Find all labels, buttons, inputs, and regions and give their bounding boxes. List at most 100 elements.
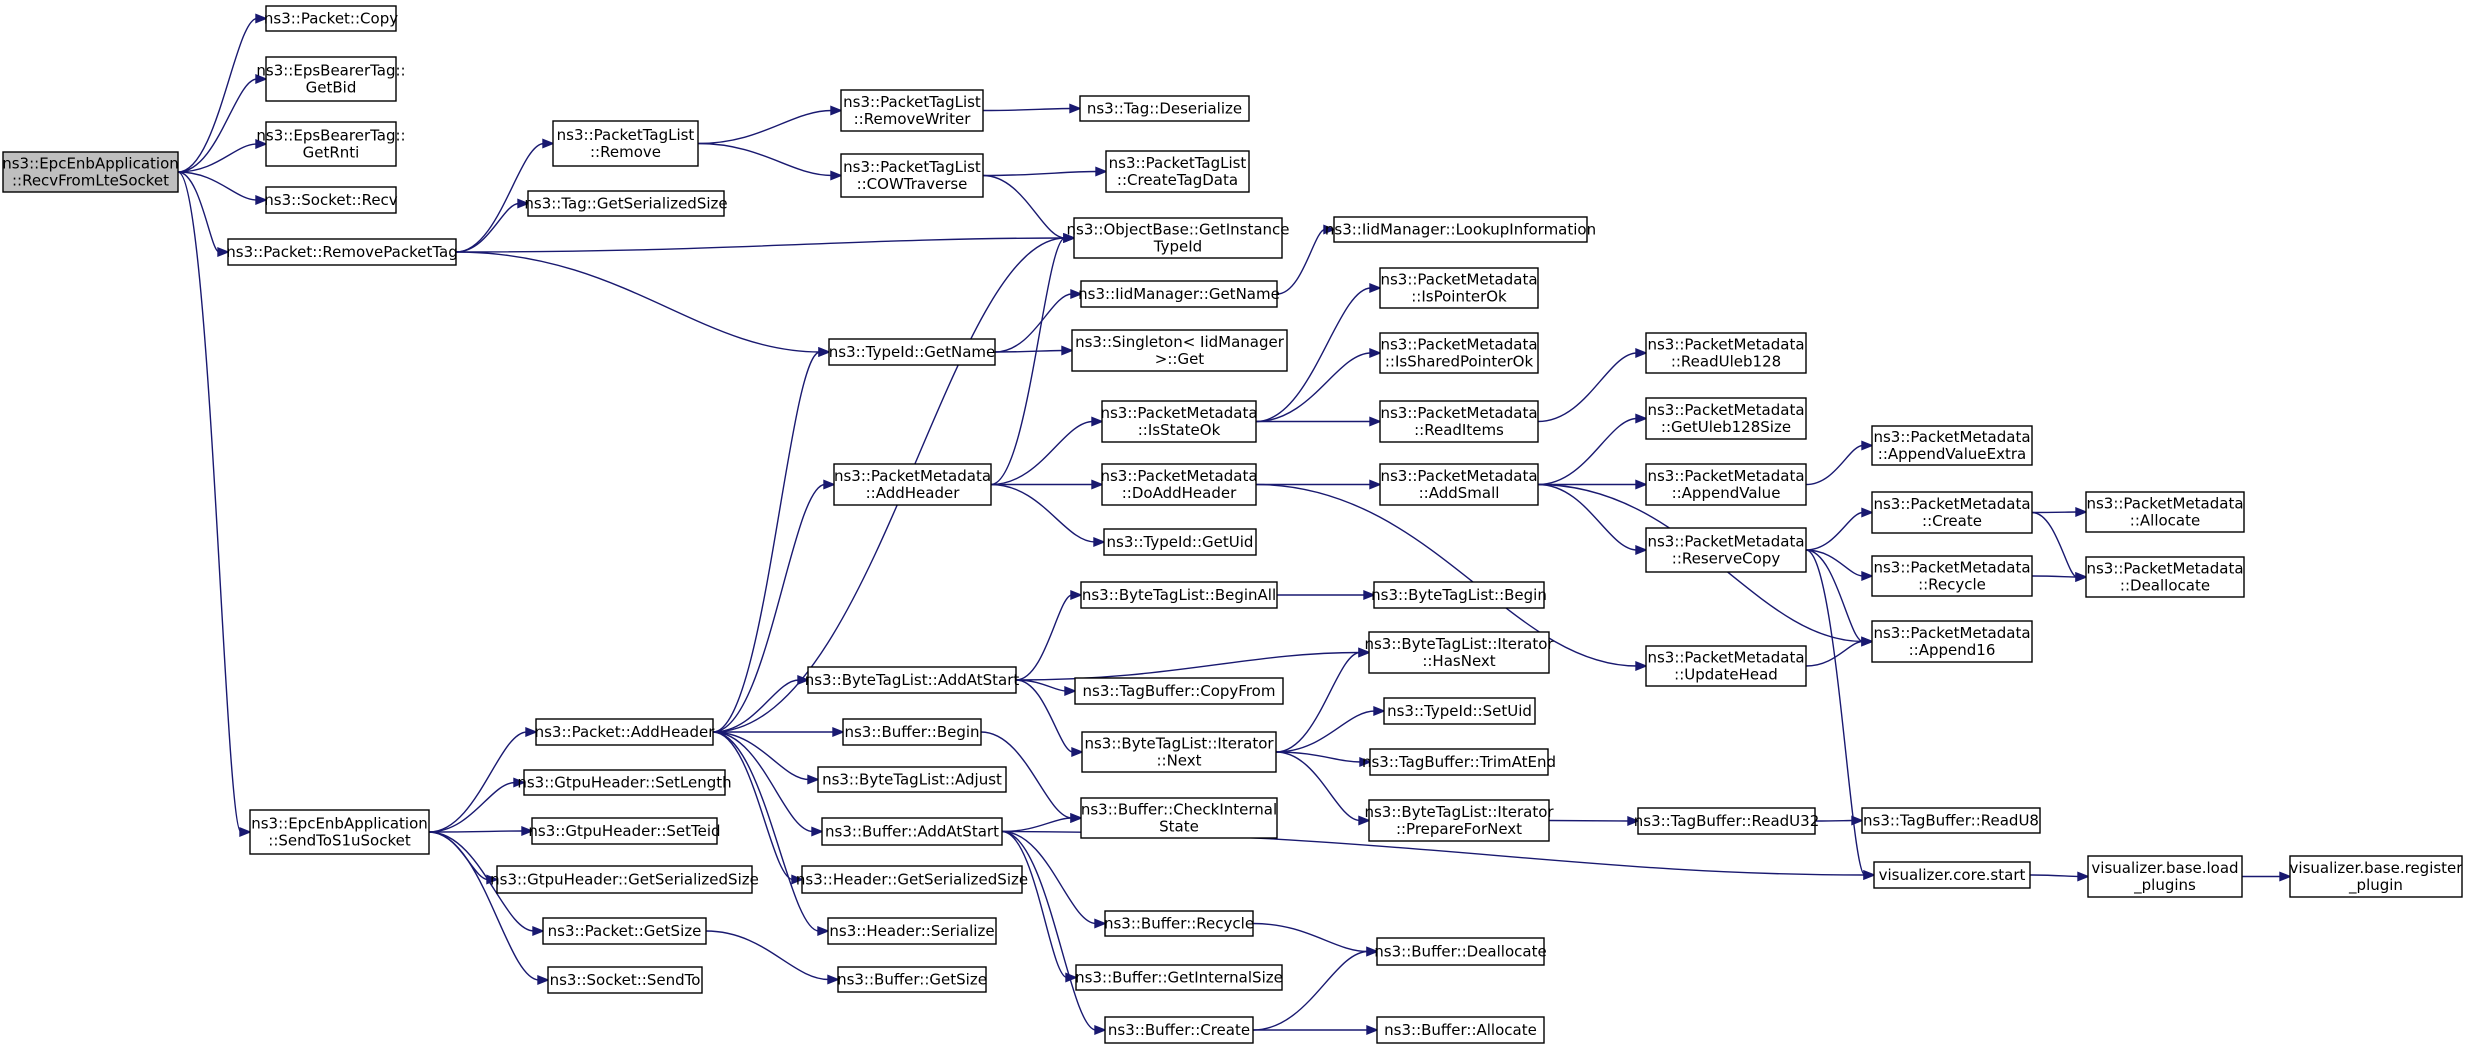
node-readu8[interactable]: ns3::TagBuffer::ReadU8 <box>1861 807 2041 834</box>
node-pmallocate[interactable]: ns3::PacketMetadata::Allocate <box>2085 491 2245 533</box>
node-headergss[interactable]: ns3::Header::GetSerializedSize <box>796 865 1028 894</box>
node-reservecopy[interactable]: ns3::PacketMetadata::ReserveCopy <box>1645 527 1807 573</box>
node-getrnti[interactable]: ns3::EpsBearerTag::GetRnti <box>256 121 406 167</box>
node-box <box>807 666 1017 694</box>
node-paddheader[interactable]: ns3::Packet::AddHeader <box>535 718 716 746</box>
node-getuleb[interactable]: ns3::PacketMetadata::GetUleb128Size <box>1645 397 1807 440</box>
node-gtpugss[interactable]: ns3::GtpuHeader::GetSerializedSize <box>490 865 759 894</box>
edge-line <box>1275 710 1376 753</box>
node-trimatend[interactable]: ns3::TagBuffer::TrimAtEnd <box>1362 748 1556 776</box>
node-box <box>1376 1016 1545 1044</box>
node-readu32[interactable]: ns3::TagBuffer::ReadU32 <box>1634 807 1820 835</box>
node-recv[interactable]: ns3::Socket::Recv <box>264 186 398 214</box>
node-sendto[interactable]: ns3::Socket::SendTo <box>547 966 703 994</box>
node-lookup[interactable]: ns3::IidManager::LookupInformation <box>1325 216 1596 243</box>
edge-line <box>980 731 1073 819</box>
node-pmaddheader[interactable]: ns3::PacketMetadata::AddHeader <box>833 463 992 506</box>
call-edge-ptlremove-to-removewriter <box>697 105 843 145</box>
node-box <box>1645 645 1807 687</box>
node-box <box>496 865 753 894</box>
node-rpt[interactable]: ns3::Packet::RemovePacketTag <box>226 238 458 266</box>
arrowhead-icon <box>811 826 824 837</box>
node-btladjust[interactable]: ns3::ByteTagList::Adjust <box>817 766 1007 793</box>
node-box <box>1373 581 1545 609</box>
node-readuleb[interactable]: ns3::PacketMetadata::ReadUleb128 <box>1645 332 1807 374</box>
node-label: ns3::TypeId::GetUid <box>1107 533 1254 551</box>
node-bufalloc[interactable]: ns3::Buffer::Allocate <box>1376 1016 1545 1044</box>
node-vizreg[interactable]: visualizer.base.register_plugin <box>2289 855 2464 898</box>
call-edge-addsmall-to-reservecopy <box>1537 483 1648 556</box>
node-root[interactable]: ns3::EpcEnbApplication::RecvFromLteSocke… <box>2 151 179 193</box>
node-readitems[interactable]: ns3::PacketMetadata::ReadItems <box>1379 400 1539 443</box>
node-isstate[interactable]: ns3::PacketMetadata::IsStateOk <box>1100 400 1258 443</box>
node-doaddheader[interactable]: ns3::PacketMetadata::DoAddHeader <box>1100 463 1258 506</box>
call-edge-root-to-getrnti <box>177 138 268 173</box>
node-vizload[interactable]: visualizer.base.load_plugins <box>2087 855 2243 898</box>
node-appendvalue[interactable]: ns3::PacketMetadata::AppendValue <box>1645 463 1807 506</box>
node-copyfrom[interactable]: ns3::TagBuffer::CopyFrom <box>1074 677 1284 705</box>
node-iidgetname[interactable]: ns3::IidManager::GetName <box>1078 280 1280 308</box>
node-label: ::DoAddHeader <box>1122 484 1237 502</box>
node-box <box>1873 861 2031 889</box>
node-hasnext[interactable]: ns3::ByteTagList::Iterator::HasNext <box>1364 631 1554 674</box>
call-edge-send-to-sendto <box>428 831 550 986</box>
node-buaddatstart[interactable]: ns3::Buffer::AddAtStart <box>821 817 1003 846</box>
node-btladdatstart[interactable]: ns3::ByteTagList::AddAtStart <box>805 666 1020 694</box>
node-bufgetsize[interactable]: ns3::Buffer::GetSize <box>837 966 987 993</box>
call-edge-buaddatstart-to-checkinternal <box>1001 812 1083 833</box>
edge-line <box>1537 352 1638 423</box>
arrowhead-icon <box>532 925 545 937</box>
node-label: ns3::PacketMetadata <box>2086 495 2243 513</box>
node-pgetsize[interactable]: ns3::Packet::GetSize <box>542 917 707 945</box>
node-send[interactable]: ns3::EpcEnbApplication::SendToS1uSocket <box>249 809 430 855</box>
node-cow[interactable]: ns3::PacketTagList::COWTraverse <box>840 153 984 198</box>
node-serialize[interactable]: ns3::Header::Serialize <box>827 917 997 945</box>
node-pmcreate[interactable]: ns3::PacketMetadata::Create <box>1871 491 2033 534</box>
node-label: ns3::ByteTagList::Iterator <box>1364 803 1554 821</box>
arrowhead-icon <box>1064 685 1077 697</box>
node-getbid[interactable]: ns3::EpsBearerTag::GetBid <box>256 56 406 102</box>
node-box <box>1369 748 1549 776</box>
node-updatehead[interactable]: ns3::PacketMetadata::UpdateHead <box>1645 645 1807 687</box>
node-setuid[interactable]: ns3::TypeId::SetUid <box>1383 697 1536 725</box>
edge-line <box>1537 417 1638 486</box>
node-iternext[interactable]: ns3::ByteTagList::Iterator::Next <box>1081 731 1277 773</box>
node-getinternal[interactable]: ns3::Buffer::GetInternalSize <box>1075 964 1283 991</box>
node-singleton[interactable]: ns3::Singleton< IidManager>::Get <box>1071 329 1288 372</box>
node-addsmall[interactable]: ns3::PacketMetadata::AddSmall <box>1379 463 1539 506</box>
node-ispointer[interactable]: ns3::PacketMetadata::IsPointerOk <box>1379 267 1539 309</box>
node-box <box>2289 855 2463 898</box>
arrowhead-icon <box>1635 479 1648 490</box>
node-bufdealloc[interactable]: ns3::Buffer::Deallocate <box>1374 937 1547 966</box>
node-copy[interactable]: ns3::Packet::Copy <box>264 5 398 32</box>
node-bufbegin[interactable]: ns3::Buffer::Begin <box>842 718 982 746</box>
node-ptlremove[interactable]: ns3::PacketTagList::Remove <box>552 120 699 167</box>
node-bufcreate[interactable]: ns3::Buffer::Create <box>1104 1016 1254 1044</box>
node-getuid[interactable]: ns3::TypeId::GetUid <box>1103 528 1257 556</box>
node-pmrecycle[interactable]: ns3::PacketMetadata::Recycle <box>1871 555 2033 597</box>
node-createtag[interactable]: ns3::PacketTagList::CreateTagData <box>1105 150 1250 193</box>
node-label: ns3::PacketMetadata <box>1380 404 1537 422</box>
node-pmdeallocate[interactable]: ns3::PacketMetadata::Deallocate <box>2085 556 2245 598</box>
node-label: ns3::Header::Serialize <box>829 922 994 940</box>
node-appendextra[interactable]: ns3::PacketMetadata::AppendValueExtra <box>1871 425 2033 466</box>
arrowhead-icon <box>1070 288 1083 300</box>
node-deserialize[interactable]: ns3::Tag::Deserialize <box>1079 95 1250 122</box>
node-bufrecycle[interactable]: ns3::Buffer::Recycle <box>1104 910 1254 937</box>
node-removewriter[interactable]: ns3::PacketTagList::RemoveWriter <box>840 89 984 132</box>
node-setlength[interactable]: ns3::GtpuHeader::SetLength <box>517 769 732 796</box>
node-box <box>833 463 992 506</box>
node-box <box>1080 581 1278 609</box>
node-label: _plugin <box>2348 876 2403 895</box>
node-vizstart[interactable]: visualizer.core.start <box>1873 861 2031 889</box>
node-beginall[interactable]: ns3::ByteTagList::BeginAll <box>1080 581 1278 609</box>
node-taggss[interactable]: ns3::Tag::GetSerializedSize <box>524 190 728 217</box>
node-prepare[interactable]: ns3::ByteTagList::Iterator::PrepareForNe… <box>1364 799 1554 842</box>
node-setteid[interactable]: ns3::GtpuHeader::SetTeid <box>528 817 721 845</box>
node-btlbegin[interactable]: ns3::ByteTagList::Begin <box>1371 581 1547 609</box>
node-typeidgetname[interactable]: ns3::TypeId::GetName <box>828 338 996 366</box>
node-isshared[interactable]: ns3::PacketMetadata::IsSharedPointerOk <box>1379 332 1539 374</box>
node-append16[interactable]: ns3::PacketMetadata::Append16 <box>1871 620 2033 663</box>
